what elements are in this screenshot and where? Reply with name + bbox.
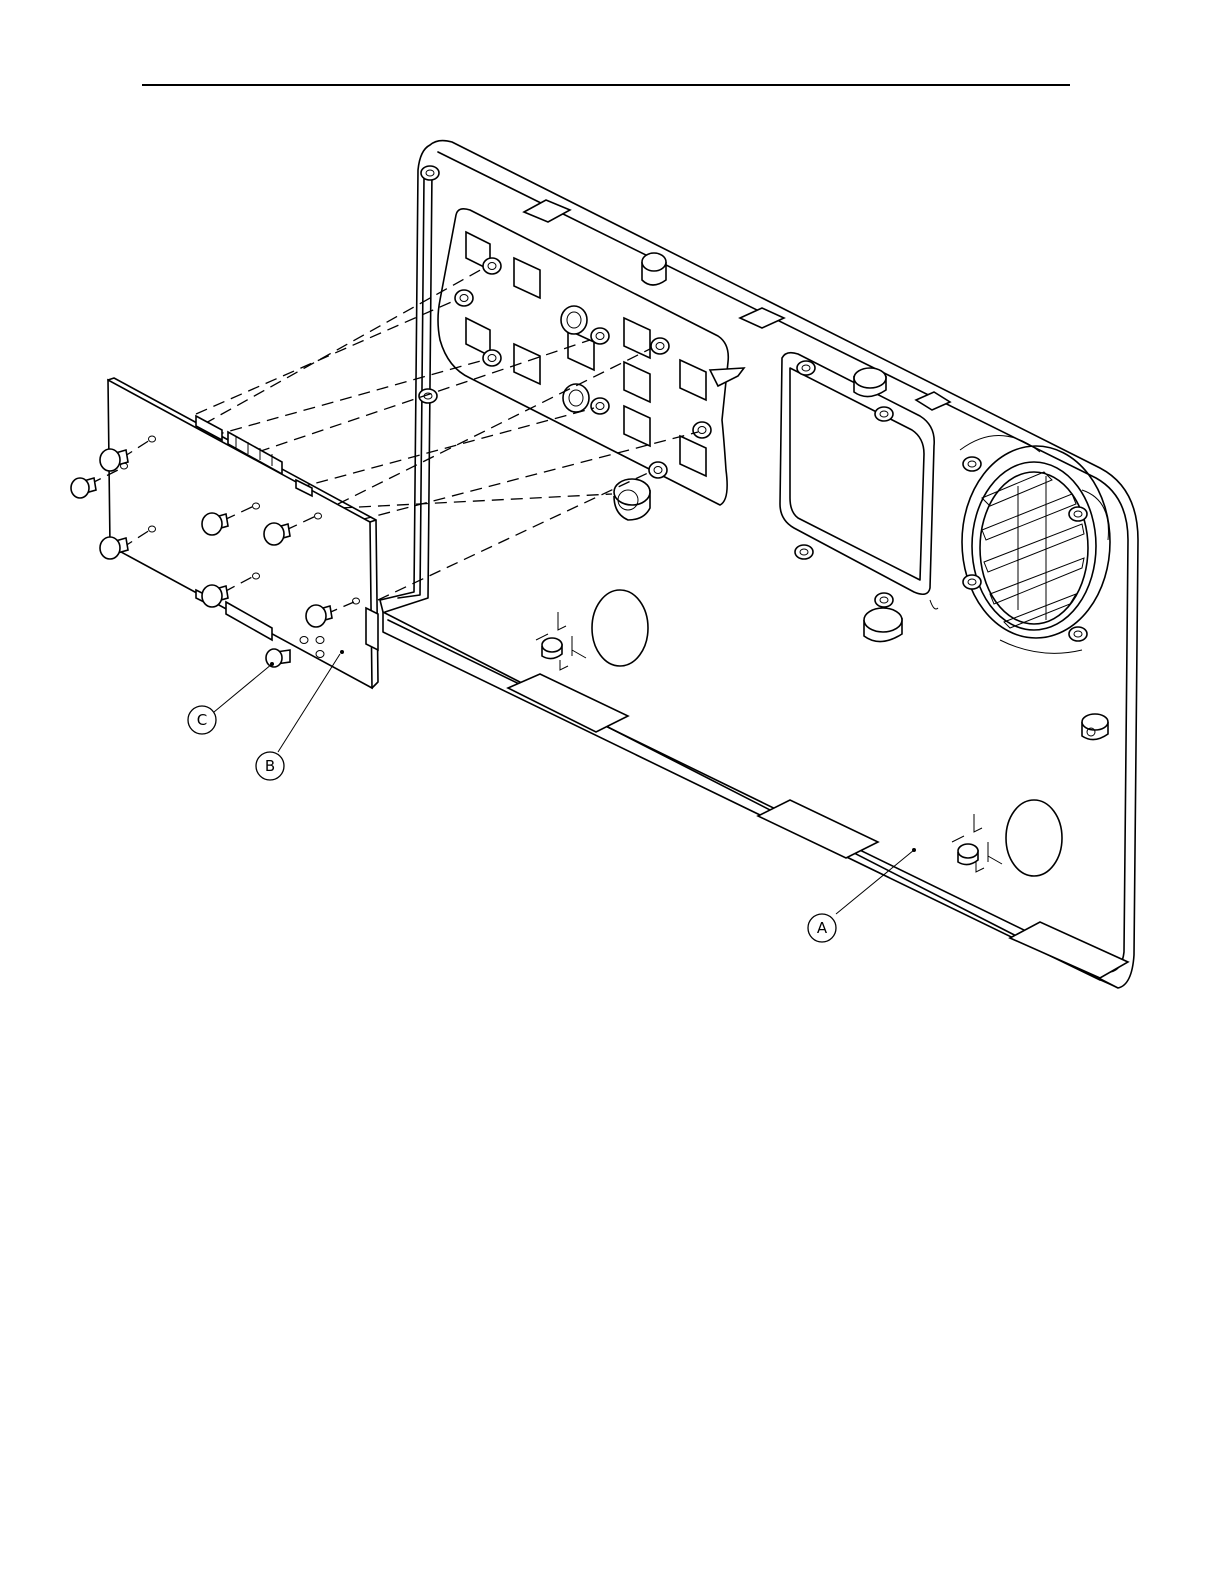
front-panel-housing-icon [380, 141, 1138, 988]
callout-c: C [188, 664, 272, 734]
callout-label-c: C [197, 711, 207, 729]
callout-label-a: A [817, 919, 828, 937]
fan-grille [960, 435, 1110, 653]
callout-a: A [808, 848, 916, 942]
callout-b: B [256, 654, 340, 780]
callout-label-b: B [265, 757, 275, 775]
